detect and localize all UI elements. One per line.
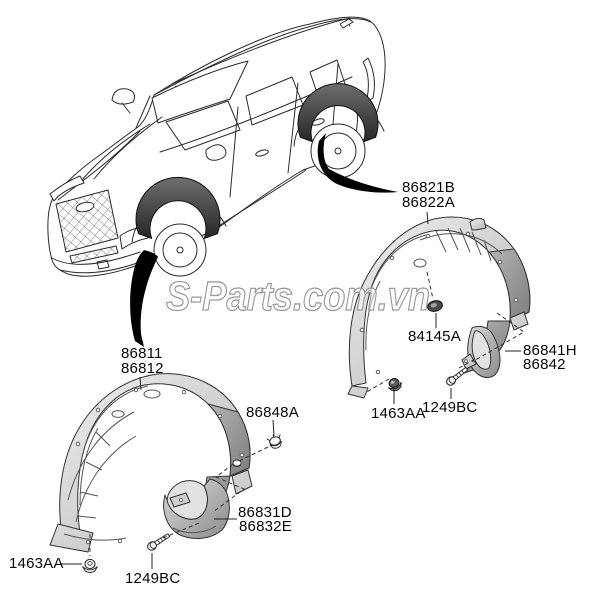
part-label-front-bolt: 1249BC xyxy=(125,570,181,587)
windshield xyxy=(151,60,249,124)
part-label-front-clip: 1463AA xyxy=(9,555,64,572)
brand-logo xyxy=(75,201,95,213)
bolt-icon xyxy=(147,533,171,551)
side-mirror xyxy=(205,144,227,161)
headlight xyxy=(49,175,85,202)
assembly-dashed-lines xyxy=(89,271,525,556)
part-label-rear-grommet: 84145A xyxy=(408,328,461,345)
clip-icon xyxy=(82,558,98,574)
part-label-rear-liner-2: 86822A xyxy=(402,194,455,211)
part-label-rear-clip: 1463AA xyxy=(371,405,426,422)
watermark-text: S-Parts.com.vn xyxy=(166,273,430,319)
part-label-front-mudguard-1: 86831D xyxy=(238,504,292,521)
part-label-rear-mudguard-1: 86841H xyxy=(523,342,577,359)
grille-mesh xyxy=(55,189,119,253)
leader-lines xyxy=(60,211,521,569)
roof-rail xyxy=(171,17,351,85)
antenna-fin xyxy=(339,18,354,29)
front-mudguard-part xyxy=(163,478,230,539)
front-wheel xyxy=(153,223,207,277)
part-label-front-liner-2: 86812 xyxy=(121,360,164,377)
lower-grille xyxy=(69,245,119,264)
door-handle xyxy=(255,149,269,157)
part-label-rear-bolt: 1249BC xyxy=(422,399,478,416)
rear-arch-liner-shaded xyxy=(297,83,379,143)
far-side-mirror xyxy=(111,88,135,114)
vehicle-illustration xyxy=(47,16,386,277)
tow-hook-cover xyxy=(96,259,110,270)
bolt-icon xyxy=(446,366,469,386)
seated-grommet-icon xyxy=(232,459,242,467)
part-label-front-mudguard-2: 86832E xyxy=(239,518,292,535)
front-arch-liner-shaded xyxy=(135,176,221,239)
part-label-front-grommet: 86848A xyxy=(246,404,299,421)
grommet-icon xyxy=(266,434,282,449)
rear-swoosh-arrow xyxy=(317,133,398,193)
front-swoosh-arrow xyxy=(130,250,158,347)
part-label-rear-liner-1: 86821B xyxy=(402,179,455,196)
part-label-front-liner-1: 86811 xyxy=(121,345,163,362)
clip-icon xyxy=(388,377,402,392)
grommet-icon xyxy=(427,300,443,312)
part-label-rear-mudguard-2: 86842 xyxy=(523,356,566,373)
front-door-window xyxy=(165,100,241,151)
